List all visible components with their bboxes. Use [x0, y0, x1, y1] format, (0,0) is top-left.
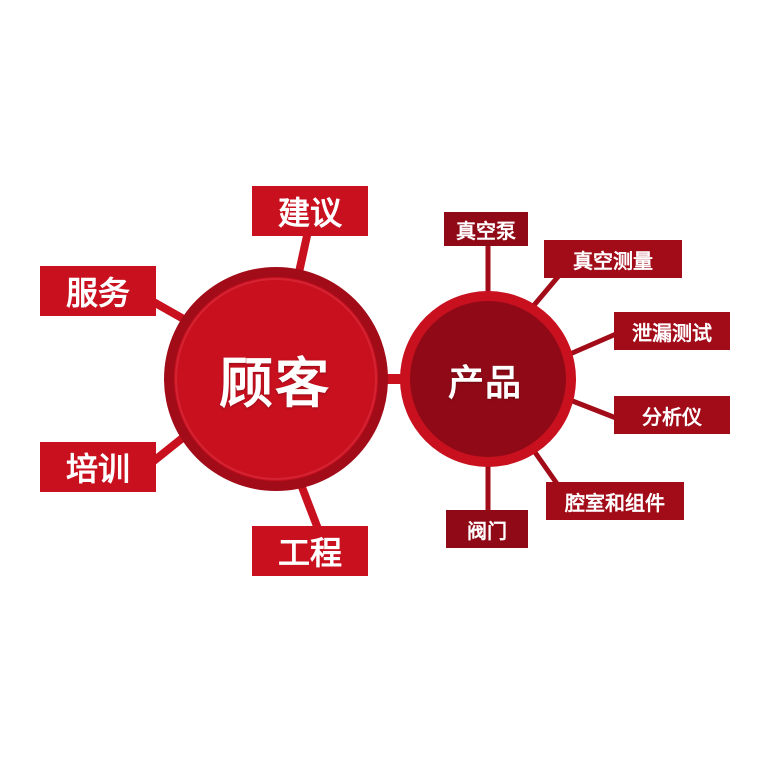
- tag-training: 培训: [65, 450, 130, 488]
- tag-backgrounds: [40, 186, 730, 576]
- connector-engineering: [296, 480, 324, 536]
- tag-vacuum-measurement: 真空测量: [573, 248, 653, 273]
- product-label: 产品: [447, 363, 522, 404]
- tag-bg-training: [40, 442, 156, 492]
- tag-service: 服务: [65, 274, 130, 312]
- tag-bg-engineering: [252, 526, 368, 576]
- connector-vacuum-measurement: [528, 270, 564, 312]
- tag-suggestion: 建议: [277, 194, 342, 232]
- tag-analyzer: 分析仪: [642, 404, 702, 429]
- tag-vacuum-pump: 真空泵: [456, 218, 516, 243]
- tag-bg-vacuum-measurement: [544, 240, 682, 278]
- connector-chambers-components: [529, 446, 563, 490]
- tag-bg-vacuum-pump: [444, 212, 528, 246]
- tag-bg-chambers-components: [546, 482, 684, 520]
- customer-circle: [164, 267, 388, 491]
- product-connectors: [485, 246, 617, 513]
- tag-valves: 阀门: [467, 518, 507, 543]
- connector-analyzer: [569, 397, 617, 421]
- tag-bg-service: [40, 266, 156, 316]
- tag-chambers-components: 腔室和组件: [565, 490, 665, 515]
- connector-leak-testing: [569, 331, 617, 357]
- tag-bg-suggestion: [252, 186, 368, 236]
- tag-leak-testing: 泄漏测试: [632, 320, 712, 345]
- customer-label: 顾客: [219, 351, 331, 415]
- tag-bg-leak-testing: [614, 312, 730, 350]
- tag-bg-valves: [446, 510, 528, 548]
- tag-engineering: 工程: [277, 534, 342, 572]
- tag-bg-analyzer: [614, 396, 730, 434]
- product-circle: [400, 291, 576, 467]
